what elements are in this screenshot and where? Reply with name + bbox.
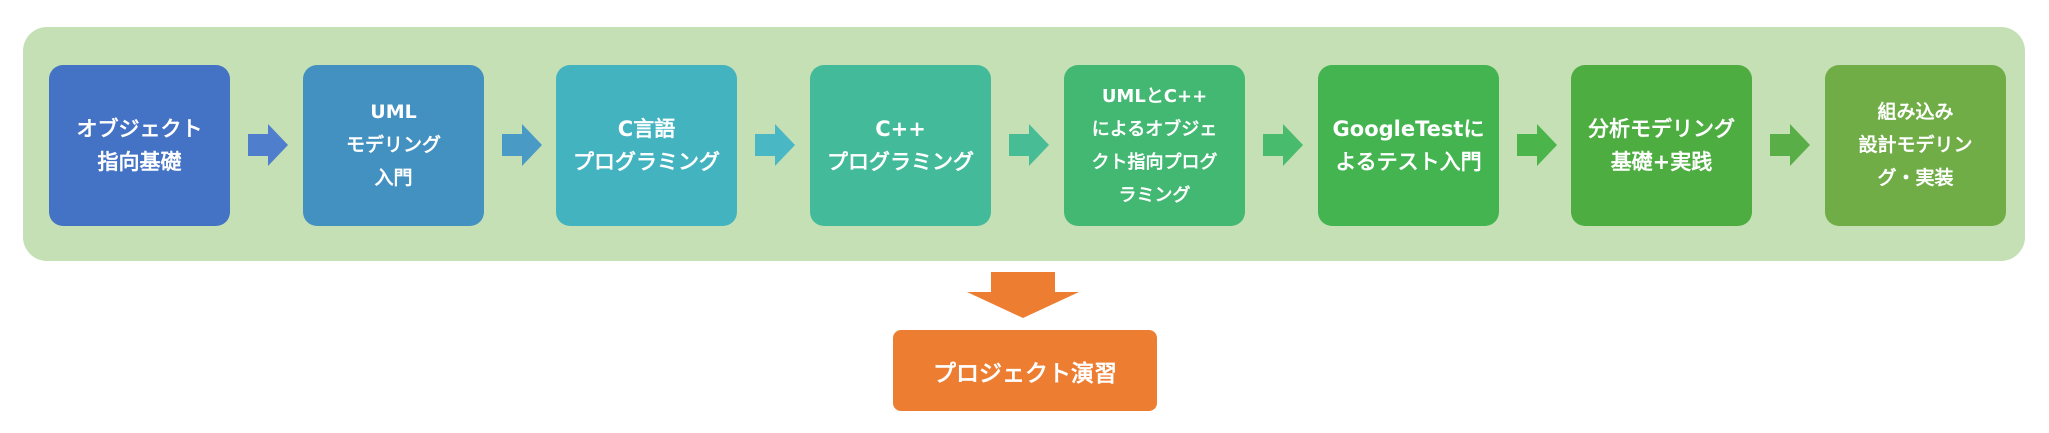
step-box-5: UMLとC++ によるオブジェクト指向プログラミング — [1064, 65, 1245, 226]
right-arrow-icon — [1770, 124, 1810, 166]
step-label-line: よるテスト入門 — [1335, 149, 1482, 174]
step-label-line: UML — [370, 101, 417, 123]
step-label-line: 組み込み — [1877, 101, 1954, 123]
right-arrow-icon — [1009, 124, 1049, 166]
step-box-3: C言語プログラミング — [556, 65, 737, 226]
step-label-line: プログラミング — [573, 149, 720, 174]
step-box-4: C++ プログラミング — [810, 65, 991, 226]
outcome-box: プロジェクト演習 — [893, 330, 1157, 411]
step-box-1: オブジェクト指向基礎 — [49, 65, 230, 226]
step-label-line: UMLとC++ — [1101, 85, 1208, 107]
step-label-line: C++ — [875, 116, 926, 141]
step-box-8: 組み込み設計モデリング・実装 — [1825, 65, 2006, 226]
step-label-line: 入門 — [374, 167, 413, 189]
outcome-label: プロジェクト演習 — [933, 360, 1117, 387]
step-box-2: UML モデリング入門 — [303, 65, 484, 226]
step-label-line: クト指向プログ — [1091, 151, 1218, 173]
step-label-line: C言語 — [617, 116, 676, 141]
step-label-line: 基礎+実践 — [1610, 149, 1713, 174]
right-arrow-icon — [755, 124, 795, 166]
step-label-line: オブジェクト — [76, 116, 203, 141]
step-label-line: 分析モデリング — [1588, 116, 1735, 141]
step-label-line: グ・実装 — [1877, 167, 1954, 189]
step-label-line: 設計モデリン — [1858, 134, 1973, 156]
down-arrow-icon — [967, 272, 1079, 318]
right-arrow-icon — [248, 124, 288, 166]
right-arrow-icon — [1263, 124, 1303, 166]
step-label-line: プログラミング — [827, 149, 974, 174]
step-box-6: GoogleTestによるテスト入門 — [1318, 65, 1499, 226]
right-arrow-icon — [502, 124, 542, 166]
right-arrow-icon — [1517, 124, 1557, 166]
step-label-line: 指向基礎 — [97, 149, 182, 174]
step-label-line: ラミング — [1118, 184, 1191, 206]
step-label-line: によるオブジェ — [1091, 118, 1218, 140]
step-label-line: モデリング — [345, 134, 441, 156]
step-box-7: 分析モデリング基礎+実践 — [1571, 65, 1752, 226]
step-label-line: GoogleTestに — [1332, 116, 1485, 141]
